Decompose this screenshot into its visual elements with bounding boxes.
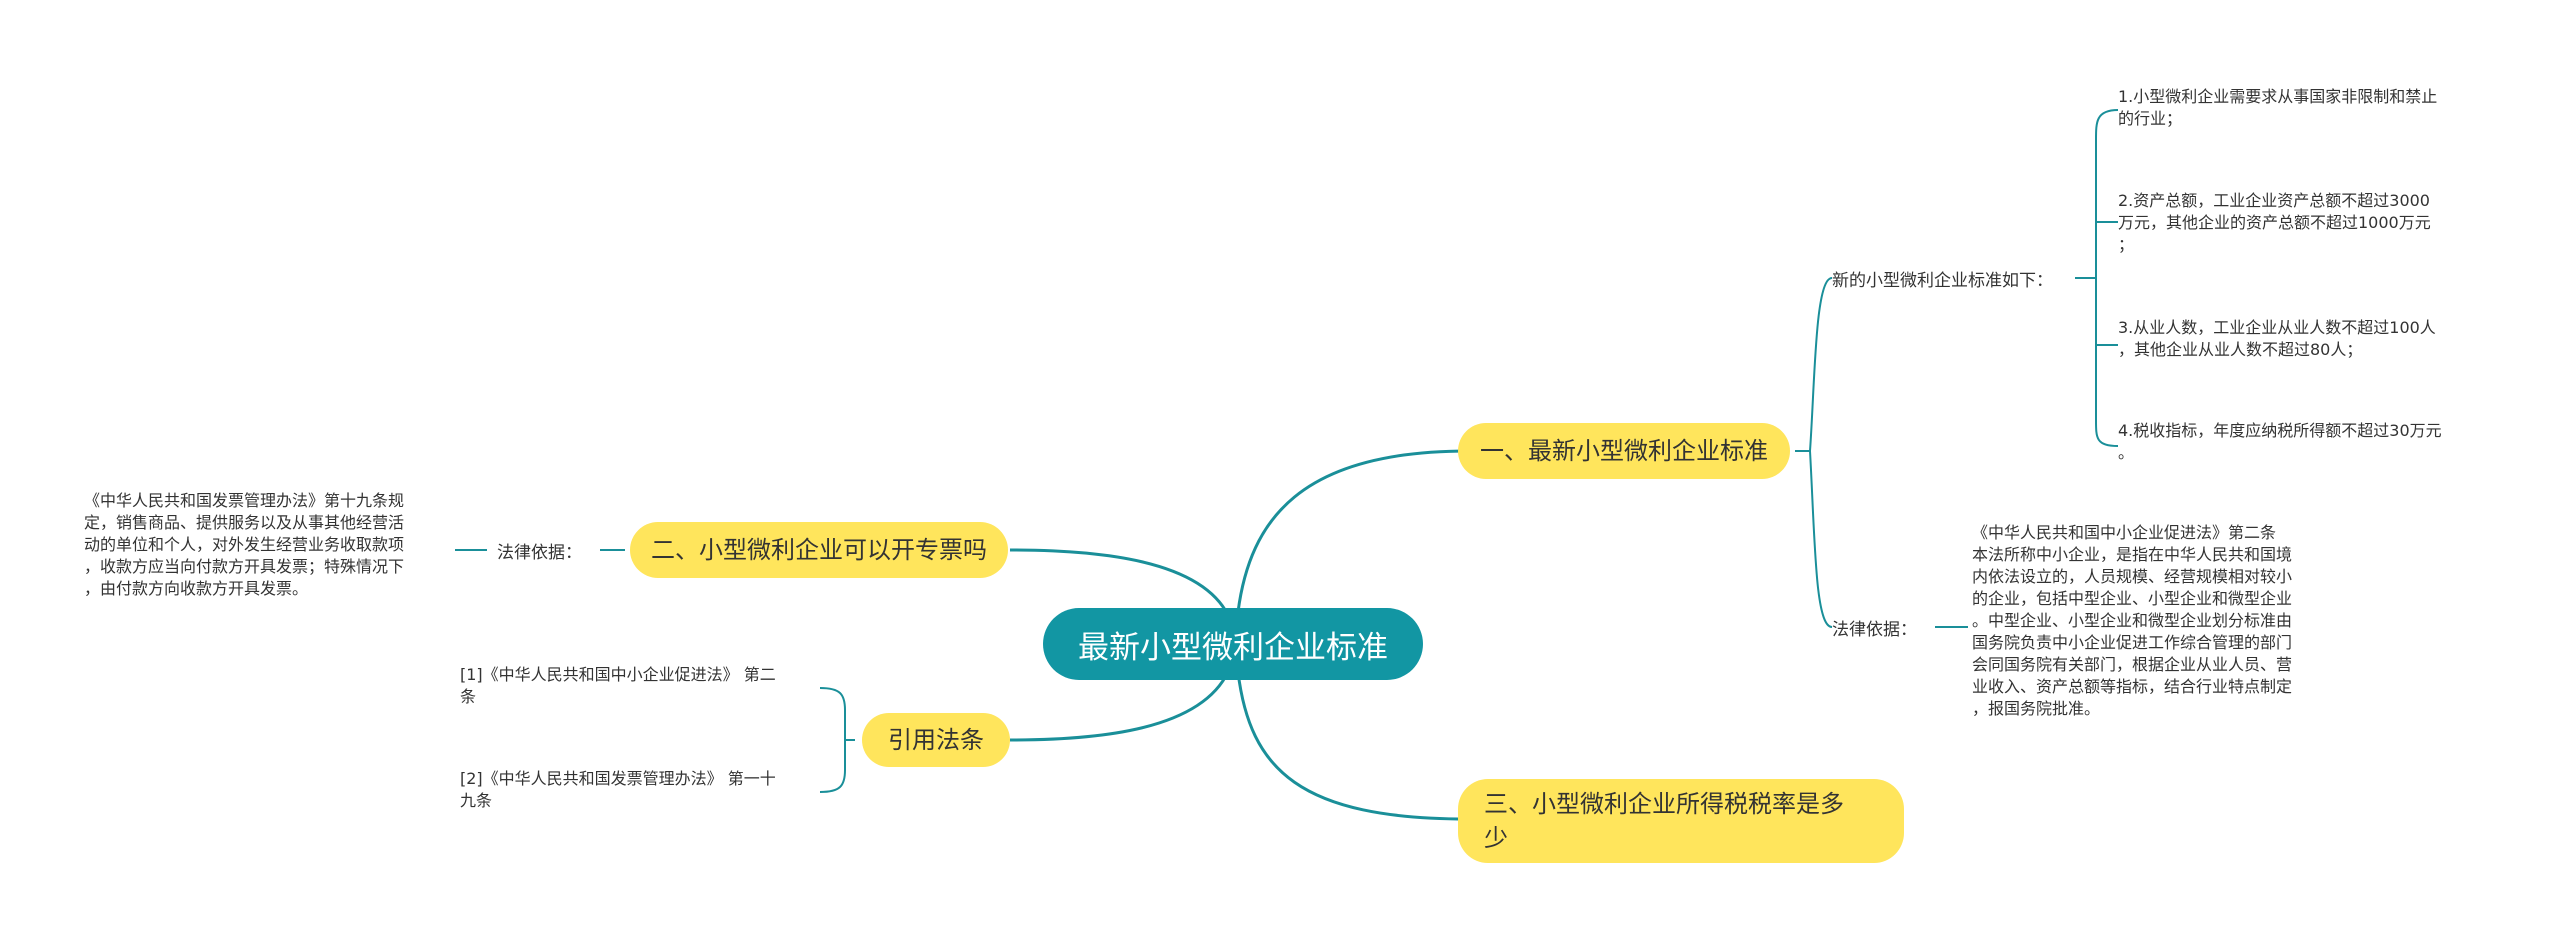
standard-item-1[interactable]: 1.小型微利企业需要求从事国家非限制和禁止 的行业； bbox=[2118, 87, 2438, 128]
refs-bracket bbox=[819, 687, 846, 793]
branch-1-basis-label[interactable]: 法律依据： bbox=[1832, 613, 1917, 641]
branch-1-topic[interactable]: 一、最新小型微利企业标准 bbox=[1458, 423, 1790, 479]
link-branch1-standards bbox=[1795, 277, 1833, 452]
branch-2-title: 二、小型微利企业可以开专票吗 bbox=[651, 536, 987, 564]
branch-2-topic[interactable]: 二、小型微利企业可以开专票吗 bbox=[630, 522, 1008, 578]
branch-1-title: 一、最新小型微利企业标准 bbox=[1480, 437, 1768, 465]
link-root-branch3 bbox=[1236, 671, 1469, 821]
branch-2-basis-label[interactable]: 法律依据： bbox=[497, 536, 582, 564]
standard-item-4[interactable]: 4.税收指标，年度应纳税所得额不超过30万元 。 bbox=[2118, 421, 2442, 462]
standards-bracket bbox=[2095, 109, 2119, 447]
branch-3-title: 三、小型微利企业所得税税率是多 少 bbox=[1484, 790, 1844, 852]
root-topic-label: 最新小型微利企业标准 bbox=[1078, 629, 1388, 666]
branch-4-title: 引用法条 bbox=[888, 726, 984, 754]
standard-item-2[interactable]: 2.资产总额，工业企业资产总额不超过3000 万元，其他企业的资产总额不超过10… bbox=[2118, 191, 2431, 254]
reference-item-2[interactable]: [2]《中华人民共和国发票管理办法》 第一十 九条 bbox=[460, 769, 776, 810]
branch-2-basis-label-text: 法律依据： bbox=[497, 542, 582, 563]
root-topic[interactable]: 最新小型微利企业标准 bbox=[1043, 608, 1423, 680]
branch-1-basis-label-text: 法律依据： bbox=[1832, 619, 1917, 640]
branch-4-topic[interactable]: 引用法条 bbox=[862, 713, 1010, 767]
standard-item-3[interactable]: 3.从业人数，工业企业从业人数不超过100人 ，其他企业从业人数不超过80人； bbox=[2118, 318, 2436, 359]
standards-label[interactable]: 新的小型微利企业标准如下： bbox=[1832, 264, 2053, 292]
branch-1-basis-text[interactable]: 《中华人民共和国中小企业促进法》第二条 本法所称中小企业，是指在中华人民共和国境… bbox=[1972, 523, 2293, 718]
standards-label-text: 新的小型微利企业标准如下： bbox=[1832, 270, 2053, 291]
branch-2-basis-text[interactable]: 《中华人民共和国发票管理办法》第十九条规 定，销售商品、提供服务以及从事其他经营… bbox=[84, 491, 405, 598]
link-branch1-basis bbox=[1809, 450, 1833, 628]
link-root-branch4 bbox=[1009, 671, 1230, 742]
branch-3-topic[interactable]: 三、小型微利企业所得税税率是多 少 bbox=[1458, 779, 1904, 863]
link-root-branch2 bbox=[1009, 548, 1230, 616]
reference-item-1[interactable]: [1]《中华人民共和国中小企业促进法》 第二 条 bbox=[460, 665, 776, 706]
link-root-branch1 bbox=[1236, 449, 1469, 613]
